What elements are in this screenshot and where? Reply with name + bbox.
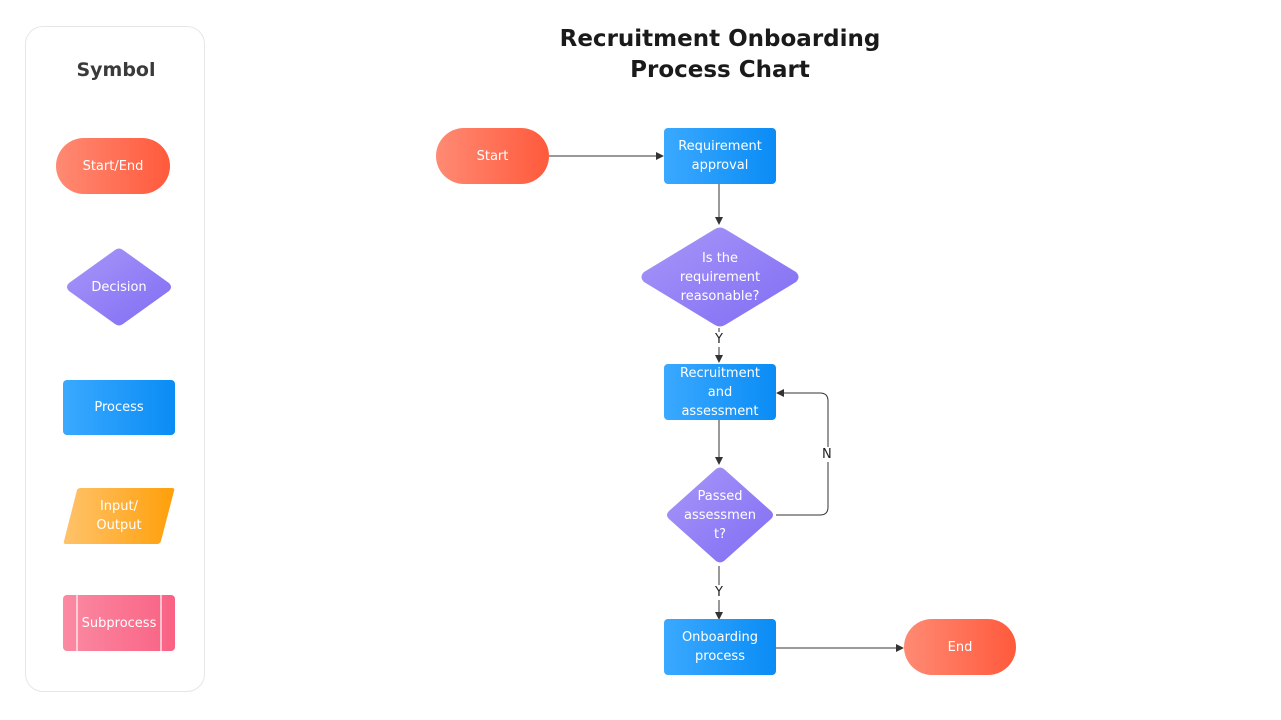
node-requirement-reasonable-decision: Is the requirement reasonable? xyxy=(639,226,801,328)
node-requirement-approval-label: Requirement approval xyxy=(678,139,762,173)
legend-decision-diamond xyxy=(67,248,171,326)
legend-subprocess-label: Subprocess xyxy=(81,615,157,631)
node-requirement-approval: Requirement approval xyxy=(664,128,776,184)
edge-label-reasonable-yes: Y xyxy=(714,332,724,347)
legend-start-end-symbol: Start/End xyxy=(56,138,170,194)
legend-input-output-label: Input/ Output xyxy=(96,499,142,533)
legend-subprocess-symbol: Subprocess xyxy=(63,595,175,651)
legend-subprocess-rect xyxy=(63,595,175,651)
legend-input-output-symbol: Input/ Output xyxy=(63,488,175,544)
symbol-legend-panel: Symbol xyxy=(25,26,205,692)
node-passed-assessment-label: Passed assessmen t? xyxy=(684,488,756,542)
node-recruitment-assessment-label: Recruitment and assessment xyxy=(680,365,760,419)
node-start: Start xyxy=(436,128,549,184)
node-end-label: End xyxy=(947,639,973,655)
diagram-title: Recruitment Onboarding Process Chart xyxy=(559,26,881,83)
node-recruitment-assessment: Recruitment and assessment xyxy=(664,364,776,420)
legend-process-label: Process xyxy=(94,400,144,415)
decision-diamond-reasonable xyxy=(641,227,799,327)
node-onboarding-process: Onboarding process xyxy=(664,619,776,675)
legend-start-end-label: Start/End xyxy=(82,158,144,174)
node-end: End xyxy=(904,619,1016,675)
node-onboarding-process-label: Onboarding process xyxy=(681,630,759,664)
edge-label-passed-no: N xyxy=(821,447,833,462)
legend-decision-label: Decision xyxy=(91,279,147,295)
node-start-label: Start xyxy=(476,148,509,164)
edge-label-passed-yes: Y xyxy=(714,585,724,600)
legend-title: Symbol xyxy=(76,59,156,81)
decision-diamond-passed xyxy=(667,467,773,563)
legend-decision-symbol: Decision xyxy=(65,247,173,327)
legend-process-symbol: Process xyxy=(63,380,175,435)
legend-input-output-parallelogram xyxy=(63,488,175,544)
node-passed-assessment-decision: Passed assessmen t? xyxy=(665,466,775,564)
node-requirement-reasonable-label: Is the requirement reasonable? xyxy=(679,250,761,304)
